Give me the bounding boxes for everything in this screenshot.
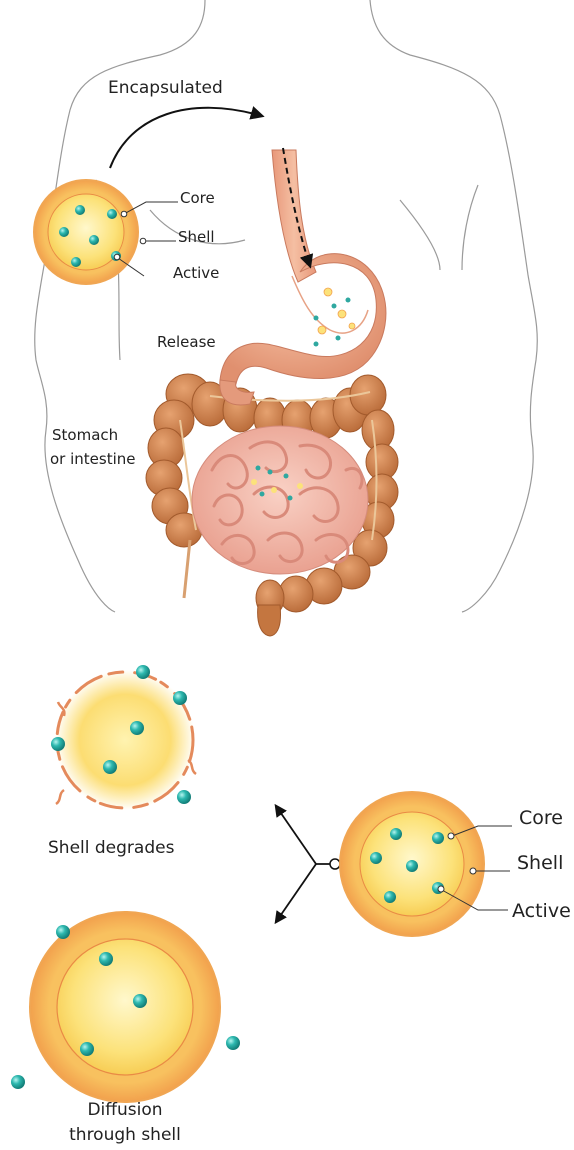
curved-arrow-icon [110,108,262,168]
small-capsule-core-label: Core [180,189,215,207]
shell-degrades-label: Shell degrades [48,838,174,858]
fork-arrow-icon [276,806,340,922]
release-label: Release [157,333,216,351]
encapsulated-label: Encapsulated [108,78,223,98]
large-capsule [340,792,512,936]
site-label-line2: or intestine [50,450,136,468]
diffusion-label-line1: Diffusion [60,1100,190,1120]
large-capsule-core-label: Core [519,807,563,830]
small-capsule-active-label: Active [173,264,219,282]
diffusion-label-line2: through shell [50,1125,200,1145]
large-capsule-shell-label: Shell [517,852,563,875]
diffusion-capsule [11,912,240,1102]
small-capsule [34,180,178,284]
small-intestine [192,426,368,574]
degrading-capsule [51,665,196,810]
stomach [220,150,386,405]
stomach-particles [314,288,356,347]
site-label-line1: Stomach [52,426,118,444]
large-capsule-active-label: Active [512,900,571,923]
small-capsule-shell-label: Shell [178,228,215,246]
